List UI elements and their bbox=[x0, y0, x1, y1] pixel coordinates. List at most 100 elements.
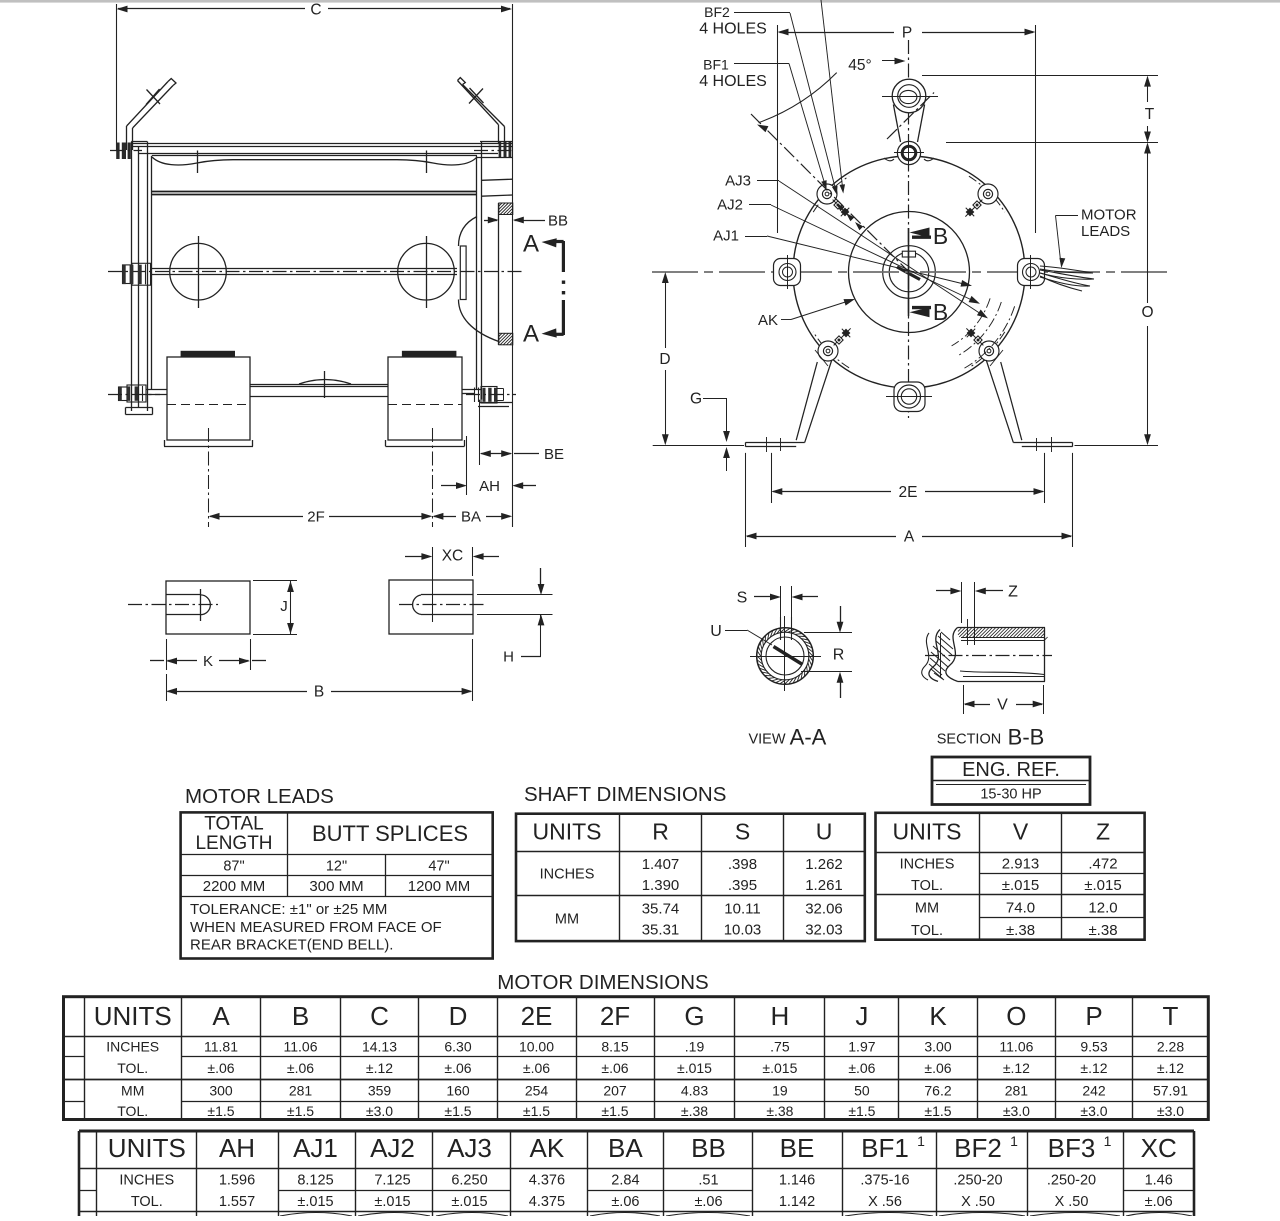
svg-text:±1.5: ±1.5 bbox=[601, 1103, 628, 1119]
svg-text:B: B bbox=[292, 1001, 309, 1031]
svg-text:BA: BA bbox=[608, 1133, 643, 1163]
svg-text:AJ1: AJ1 bbox=[293, 1133, 338, 1163]
svg-text:1: 1 bbox=[917, 1133, 925, 1149]
svg-text:1: 1 bbox=[1104, 1133, 1112, 1149]
svg-text:INCHES: INCHES bbox=[900, 857, 955, 873]
svg-text:.19: .19 bbox=[685, 1039, 705, 1055]
svg-text:2.28: 2.28 bbox=[1157, 1039, 1184, 1055]
svg-text:±.12: ±.12 bbox=[366, 1060, 393, 1076]
svg-text:10.11: 10.11 bbox=[724, 901, 760, 918]
svg-text:BB: BB bbox=[548, 213, 568, 230]
svg-text:G: G bbox=[684, 1001, 704, 1031]
svg-text:±.12: ±.12 bbox=[1157, 1060, 1184, 1076]
svg-text:A: A bbox=[904, 529, 915, 546]
svg-text:207: 207 bbox=[603, 1083, 627, 1099]
svg-text:±1.5: ±1.5 bbox=[924, 1103, 951, 1119]
svg-text:281: 281 bbox=[289, 1083, 313, 1099]
svg-text:TOTAL: TOTAL bbox=[204, 814, 263, 835]
svg-text:S: S bbox=[737, 590, 748, 607]
svg-text:INCHES: INCHES bbox=[119, 1173, 174, 1189]
svg-text:BB: BB bbox=[691, 1133, 726, 1163]
svg-text:BUTT SPLICES: BUTT SPLICES bbox=[312, 821, 468, 846]
svg-text:INCHES: INCHES bbox=[540, 867, 595, 883]
svg-text:INCHES: INCHES bbox=[106, 1039, 159, 1055]
svg-text:XC: XC bbox=[442, 548, 464, 565]
svg-text:MM: MM bbox=[121, 1083, 144, 1099]
svg-text:4.375: 4.375 bbox=[529, 1194, 565, 1210]
svg-text:11.81: 11.81 bbox=[204, 1039, 238, 1055]
svg-text:74.0: 74.0 bbox=[1006, 900, 1035, 917]
svg-text:±3.0: ±3.0 bbox=[366, 1103, 393, 1119]
svg-text:35.74: 35.74 bbox=[642, 901, 680, 918]
svg-text:TOL.: TOL. bbox=[117, 1060, 148, 1076]
svg-text:4 HOLES: 4 HOLES bbox=[699, 21, 767, 38]
svg-text:BF1: BF1 bbox=[703, 57, 729, 73]
svg-text:REAR BRACKET(END BELL).: REAR BRACKET(END BELL). bbox=[190, 937, 393, 954]
svg-text:U: U bbox=[710, 623, 722, 640]
svg-text:±.38: ±.38 bbox=[1006, 922, 1035, 939]
svg-text:O: O bbox=[1141, 304, 1153, 321]
svg-text:4.376: 4.376 bbox=[529, 1173, 565, 1189]
svg-text:WHEN MEASURED FROM FACE OF: WHEN MEASURED FROM FACE OF bbox=[190, 919, 442, 936]
svg-text:H: H bbox=[503, 649, 514, 666]
svg-text:SHAFT DIMENSIONS: SHAFT DIMENSIONS bbox=[524, 783, 726, 806]
svg-text:AJ3: AJ3 bbox=[447, 1133, 492, 1163]
svg-text:TOL.: TOL. bbox=[131, 1194, 163, 1210]
svg-text:C: C bbox=[310, 2, 321, 19]
svg-text:1.261: 1.261 bbox=[805, 877, 843, 894]
svg-text:MOTOR: MOTOR bbox=[1081, 207, 1137, 224]
svg-text:6.30: 6.30 bbox=[444, 1039, 471, 1055]
svg-text:H: H bbox=[771, 1001, 790, 1031]
svg-text:MOTOR DIMENSIONS: MOTOR DIMENSIONS bbox=[497, 971, 708, 994]
svg-text:AJ3: AJ3 bbox=[725, 173, 751, 190]
svg-text:BE: BE bbox=[544, 446, 564, 463]
svg-text:Z: Z bbox=[1096, 819, 1110, 845]
svg-text:242: 242 bbox=[1082, 1083, 1106, 1099]
svg-text:±.12: ±.12 bbox=[1080, 1060, 1107, 1076]
svg-text:±.06: ±.06 bbox=[1145, 1194, 1173, 1210]
svg-text:G: G bbox=[690, 391, 702, 408]
svg-text:ENG. REF.: ENG. REF. bbox=[962, 759, 1060, 781]
svg-text:Z: Z bbox=[1008, 584, 1018, 601]
svg-text:.395: .395 bbox=[728, 877, 757, 894]
svg-text:VIEW: VIEW bbox=[748, 732, 785, 748]
svg-text:B: B bbox=[314, 684, 324, 701]
svg-text:LENGTH: LENGTH bbox=[195, 833, 272, 854]
svg-text:±1.5: ±1.5 bbox=[287, 1103, 314, 1119]
svg-text:9.53: 9.53 bbox=[1080, 1039, 1107, 1055]
svg-text:10.03: 10.03 bbox=[724, 922, 762, 939]
svg-text:D: D bbox=[449, 1001, 468, 1031]
svg-text:K: K bbox=[929, 1001, 947, 1031]
svg-text:6.250: 6.250 bbox=[451, 1173, 487, 1189]
svg-text:MOTOR LEADS: MOTOR LEADS bbox=[185, 785, 334, 808]
svg-text:A: A bbox=[523, 321, 539, 348]
svg-text:281: 281 bbox=[1005, 1083, 1029, 1099]
svg-text:A: A bbox=[212, 1001, 230, 1031]
svg-text:B: B bbox=[933, 299, 948, 325]
svg-text:.398: .398 bbox=[728, 856, 757, 873]
svg-text:±1.5: ±1.5 bbox=[207, 1103, 234, 1119]
svg-text:57.91: 57.91 bbox=[1153, 1083, 1188, 1099]
svg-text:2.913: 2.913 bbox=[1002, 856, 1040, 873]
svg-text:8.15: 8.15 bbox=[601, 1039, 628, 1055]
svg-text:32.03: 32.03 bbox=[805, 922, 843, 939]
svg-text:±.06: ±.06 bbox=[924, 1060, 951, 1076]
svg-text:±.38: ±.38 bbox=[1088, 922, 1117, 939]
svg-text:2200 MM: 2200 MM bbox=[203, 878, 266, 895]
svg-text:AJ2: AJ2 bbox=[717, 197, 743, 214]
svg-text:UNITS: UNITS bbox=[108, 1133, 186, 1163]
svg-text:±.06: ±.06 bbox=[444, 1060, 471, 1076]
svg-text:T: T bbox=[1145, 106, 1155, 123]
svg-text:1.142: 1.142 bbox=[779, 1194, 815, 1210]
svg-text:TOL.: TOL. bbox=[911, 878, 943, 894]
svg-text:±1.5: ±1.5 bbox=[848, 1103, 875, 1119]
svg-text:AH: AH bbox=[219, 1133, 255, 1163]
svg-text:P: P bbox=[902, 25, 912, 42]
svg-text:A: A bbox=[523, 231, 539, 258]
svg-text:3.00: 3.00 bbox=[924, 1039, 951, 1055]
svg-text:±.015: ±.015 bbox=[1084, 877, 1121, 894]
svg-text:O: O bbox=[1006, 1001, 1026, 1031]
svg-text:.250-20: .250-20 bbox=[1047, 1173, 1096, 1189]
svg-text:2E: 2E bbox=[521, 1001, 553, 1031]
svg-text:1.262: 1.262 bbox=[805, 856, 843, 873]
